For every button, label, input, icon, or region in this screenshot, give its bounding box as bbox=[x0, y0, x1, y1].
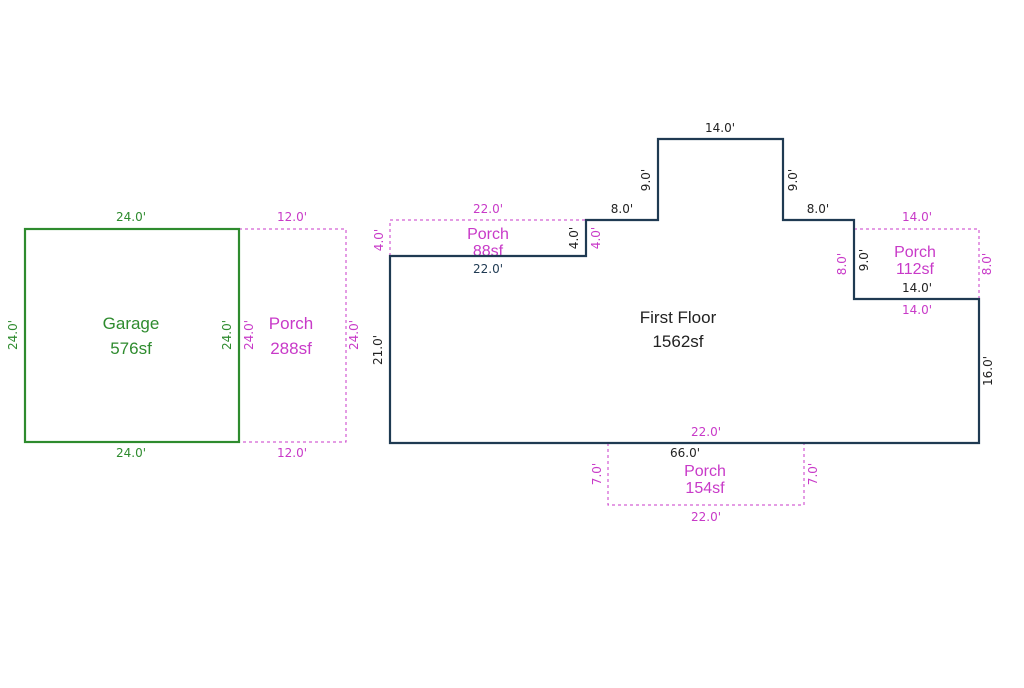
porch-front-left-area: 88sf bbox=[473, 243, 504, 260]
garage-right-dim: 24.0' bbox=[220, 320, 234, 350]
porch-bottom-area: 154sf bbox=[685, 480, 725, 497]
first-floor-right-dim: 16.0' bbox=[981, 356, 995, 386]
first-floor-left-notch-dim: 4.0' bbox=[567, 227, 581, 249]
garage-area: 576sf bbox=[110, 339, 152, 358]
garage-name: Garage bbox=[103, 314, 160, 333]
first-floor-bottom-dim: 66.0' bbox=[670, 446, 700, 460]
first-floor-rise-right-dim: 9.0' bbox=[786, 169, 800, 191]
garage-left-dim: 24.0' bbox=[6, 320, 20, 350]
porch-bottom-name: Porch bbox=[684, 463, 726, 480]
first-floor-step-right-top-dim: 8.0' bbox=[807, 202, 829, 216]
porch-right-area: 112sf bbox=[896, 261, 935, 278]
garage-top-dim: 24.0' bbox=[116, 210, 146, 224]
garage-bottom-dim: 24.0' bbox=[116, 446, 146, 460]
porch-right-name: Porch bbox=[894, 244, 936, 261]
porch-front-left-bottom-dim: 22.0' bbox=[473, 262, 503, 276]
porch-side-bottom-dim: 12.0' bbox=[277, 446, 307, 460]
porch-bottom-left-dim: 7.0' bbox=[590, 463, 604, 485]
porch-front-left-name: Porch bbox=[467, 226, 509, 243]
first-floor-outline bbox=[388, 137, 981, 445]
porch-bottom-outline bbox=[607, 443, 805, 506]
porch-bottom-bottom-dim: 22.0' bbox=[691, 510, 721, 524]
first-floor-rise-left-dim: 9.0' bbox=[639, 169, 653, 191]
first-floor-left-dim: 21.0' bbox=[371, 335, 385, 365]
porch-bottom-right-dim: 7.0' bbox=[806, 463, 820, 485]
porch-front-left-top-dim: 22.0' bbox=[473, 202, 503, 216]
first-floor-right-ledge-dim: 14.0' bbox=[902, 281, 932, 295]
porch-right-top-dim: 14.0' bbox=[902, 210, 932, 224]
first-floor-step-left-top-dim: 8.0' bbox=[611, 202, 633, 216]
porch-right-bottom-dim: 14.0' bbox=[902, 303, 932, 317]
porch-front-left-right-dim: 4.0' bbox=[589, 227, 603, 249]
porch-side-right-dim: 24.0' bbox=[347, 320, 361, 350]
porch-right-left-dim: 8.0' bbox=[835, 253, 849, 275]
porch-side-area: 288sf bbox=[270, 339, 312, 358]
porch-front-left-outline bbox=[389, 219, 587, 256]
porch-side-name: Porch bbox=[269, 314, 313, 333]
first-floor-right-notch-dim: 9.0' bbox=[857, 249, 871, 271]
porch-side-left-dim: 24.0' bbox=[242, 320, 256, 350]
porch-side-top-dim: 12.0' bbox=[277, 210, 307, 224]
porch-right-right-dim: 8.0' bbox=[980, 253, 994, 275]
garage-outline bbox=[23, 227, 241, 444]
porch-bottom-top-dim: 22.0' bbox=[691, 425, 721, 439]
porch-side-outline bbox=[238, 228, 347, 443]
first-floor-area: 1562sf bbox=[652, 332, 703, 351]
first-floor-name: First Floor bbox=[640, 308, 717, 327]
porch-front-left-left-dim: 4.0' bbox=[372, 229, 386, 251]
first-floor-top-dim: 14.0' bbox=[705, 121, 735, 135]
